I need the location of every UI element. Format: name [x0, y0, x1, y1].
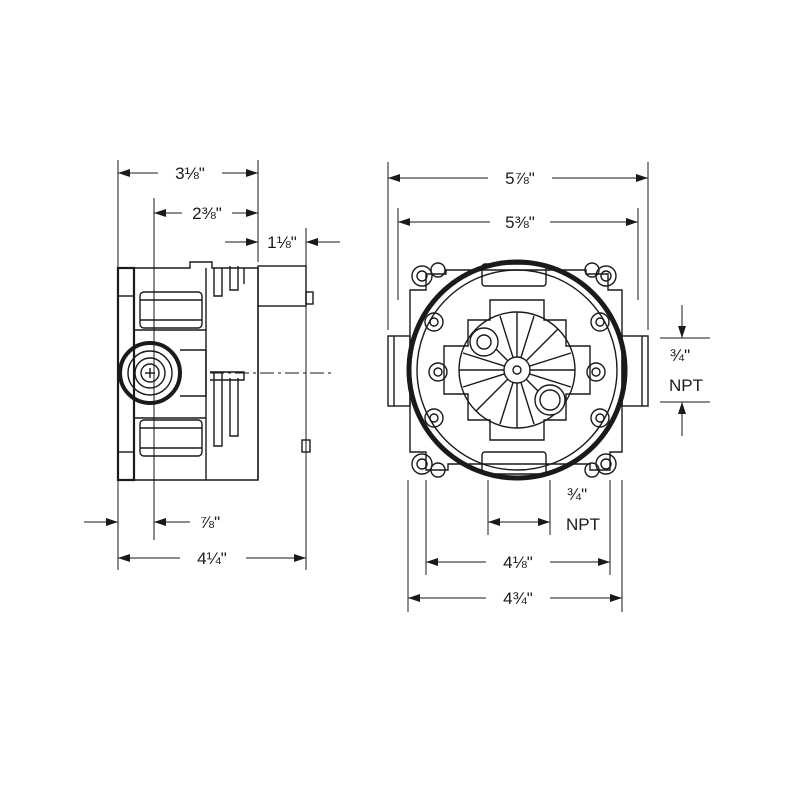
dim-overall-depth-label: 3⅛": [175, 164, 205, 183]
dim-outer-width-label: 5⅞": [505, 169, 535, 188]
dim-base-offset-label: ⅞": [200, 513, 220, 532]
dim-outer-width: 5⅞": [388, 169, 648, 188]
dim-front-offset: 1⅛": [225, 233, 340, 252]
dim-front-offset-label: 1⅛": [267, 233, 297, 252]
front-view: 5⅞" 5⅜" ¾" NPT ¾" NPT 4⅛": [387, 162, 710, 612]
dim-overall-length-label: 4¼": [197, 549, 227, 568]
dim-inner-width: 5⅜": [398, 213, 638, 232]
bottom-port-size: ¾": [567, 485, 587, 504]
dim-overall-length: 4¼": [118, 549, 306, 568]
dim-outlet-spacing-label: 4⅛": [503, 553, 533, 572]
side-view: 3⅛" 2⅜" 1⅛" ⅞" 4¼": [84, 160, 340, 570]
dim-base-width-label: 4¾": [503, 589, 533, 608]
dim-inner-width-label: 5⅜": [505, 213, 535, 232]
dim-right-port: ¾" NPT: [669, 305, 703, 436]
dim-to-center-label: 2⅜": [192, 204, 222, 223]
dim-bottom-port: ¾" NPT: [488, 485, 600, 534]
dim-base-offset: ⅞": [84, 513, 220, 532]
dim-outlet-spacing: 4⅛": [426, 553, 610, 572]
dim-base-width: 4¾": [408, 589, 622, 608]
right-port-size: ¾": [670, 346, 690, 365]
dim-overall-depth: 3⅛": [118, 164, 258, 183]
front-valve-body: [387, 259, 649, 481]
dim-to-center: 2⅜": [154, 204, 258, 223]
right-port-thread: NPT: [669, 376, 703, 395]
side-valve-body: [116, 261, 332, 482]
bottom-port-thread: NPT: [566, 515, 600, 534]
